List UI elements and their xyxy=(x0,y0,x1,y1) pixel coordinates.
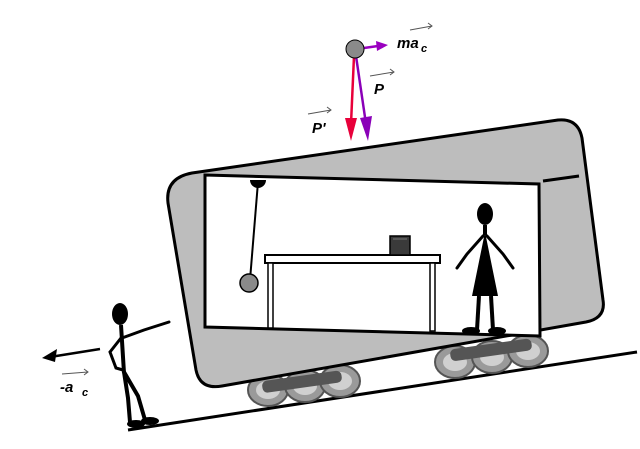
table xyxy=(264,254,441,332)
pendulum-bob xyxy=(239,273,259,293)
ground-line xyxy=(127,350,638,432)
p-prime-vector xyxy=(349,55,356,125)
wheel-set-right xyxy=(434,334,549,379)
p-label: P xyxy=(374,81,385,98)
vector-overline xyxy=(61,371,89,375)
acceleration-arrow xyxy=(42,347,101,362)
p-prime-label: P' xyxy=(312,120,326,137)
stick-figure-icon xyxy=(108,303,171,428)
wheel-set-left xyxy=(247,364,361,407)
ma-label: ma xyxy=(397,35,419,52)
box-icon xyxy=(389,235,411,256)
p-vector xyxy=(354,55,368,125)
minus-a-label-subscript: c xyxy=(82,387,88,399)
mass-ball xyxy=(345,39,365,59)
ma-label-subscript: c xyxy=(421,43,427,55)
pendulum xyxy=(239,180,266,293)
stick-figure-icon xyxy=(455,203,515,335)
minus-a-label: -a xyxy=(60,379,73,396)
wagon-roof-trim xyxy=(542,174,580,183)
